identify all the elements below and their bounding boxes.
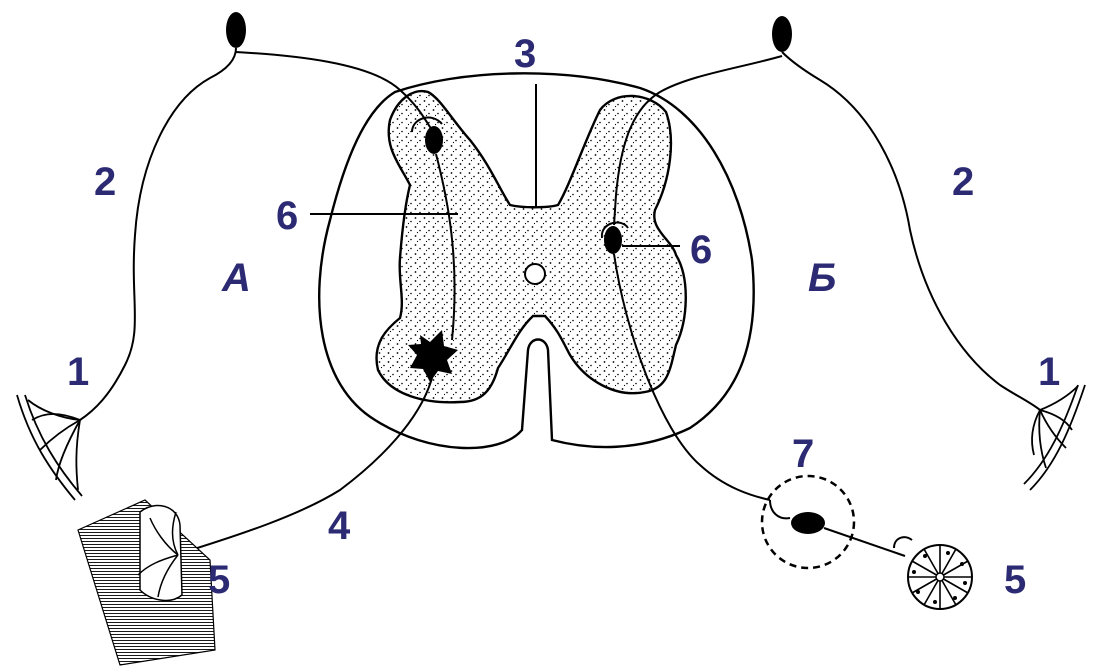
synapse-cap-ganglion [770,500,790,518]
interneuron-right [604,226,622,254]
label-5-right: 5 [1004,560,1026,600]
label-side-b: Б [808,258,836,298]
label-1-right: 1 [1038,352,1060,392]
label-2-left: 2 [94,162,116,202]
label-7: 7 [792,434,814,474]
label-3: 3 [514,34,536,74]
interneuron-left [425,126,443,154]
label-6-left: 6 [276,196,298,236]
label-1-left: 1 [67,352,89,392]
ganglion-neuron-right [791,512,825,534]
afferent-fiber-right [782,52,1040,410]
receptor-right [1024,385,1085,490]
label-6-right: 6 [690,230,712,270]
ganglion-cell-left [226,12,246,48]
label-5-left: 5 [208,560,230,600]
central-canal [525,264,545,284]
label-side-a: А [222,258,251,298]
receptor-left [17,395,82,500]
afferent-fiber-left [80,48,236,420]
postganglionic-fiber-right [824,528,905,556]
ganglion-cell-right [772,16,792,52]
gland-ending-cap [894,537,912,548]
label-4: 4 [328,506,350,546]
label-2-right: 2 [952,162,974,202]
gland-effector-right [908,545,972,609]
